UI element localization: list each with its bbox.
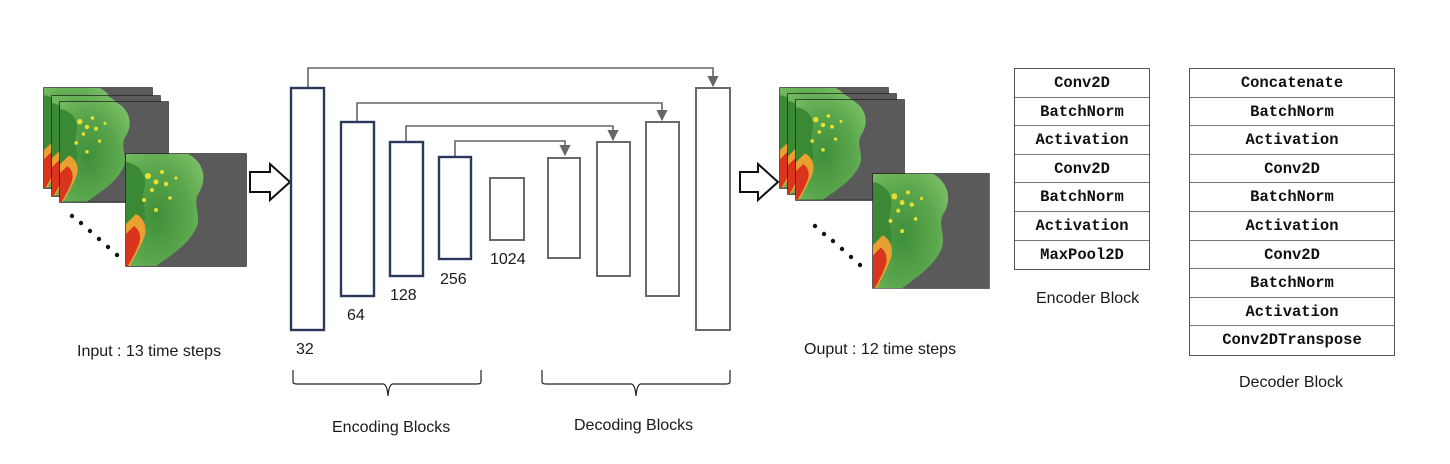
- decoder-block-caption: Decoder Block: [1239, 374, 1344, 391]
- output-label: Ouput : 12 time steps: [804, 341, 956, 358]
- skip-connection-32: [307, 67, 719, 88]
- encoder-block-64: [339, 120, 376, 298]
- input-radar-stack: [43, 87, 247, 267]
- decoder-block-32: [695, 87, 731, 331]
- decoder-layer: Activation: [1190, 212, 1394, 241]
- encoder-layer: Activation: [1015, 212, 1149, 241]
- encoder-layer: Conv2D: [1015, 155, 1149, 184]
- encoder-blocks: [289, 86, 473, 332]
- decoder-blocks: [547, 87, 731, 331]
- output-ellipsis-dots: [812, 223, 863, 268]
- decoder-layer: BatchNorm: [1190, 269, 1394, 298]
- skip-connection-256: [454, 140, 571, 157]
- decoding-blocks-label: Decoding Blocks: [574, 417, 693, 434]
- decoder-layer: Conv2D: [1190, 155, 1394, 184]
- encoder-block-table: Conv2D BatchNorm Activation Conv2D Batch…: [1014, 68, 1150, 271]
- channel-label-256: 256: [440, 271, 467, 288]
- decoder-layer: BatchNorm: [1190, 183, 1394, 212]
- encoder-layer: Conv2D: [1015, 69, 1149, 98]
- decoder-block-256: [547, 157, 581, 259]
- skip-connections: [307, 67, 719, 157]
- decoder-layer: Activation: [1190, 126, 1394, 155]
- input-label: Input : 13 time steps: [77, 343, 221, 360]
- channel-label-128: 128: [390, 287, 417, 304]
- encoder-layer: BatchNorm: [1015, 183, 1149, 212]
- encoding-blocks-label: Encoding Blocks: [332, 419, 450, 436]
- encoding-brace: [292, 370, 482, 397]
- encoder-block-256: [437, 155, 473, 261]
- bottleneck-block: [489, 177, 525, 241]
- decoder-block-table: Concatenate BatchNorm Activation Conv2D …: [1189, 68, 1395, 356]
- decoder-layer: Activation: [1190, 298, 1394, 327]
- decoder-block-64: [645, 121, 680, 297]
- encoder-block-32: [289, 86, 326, 332]
- output-arrow-icon: [739, 161, 780, 203]
- skip-connection-128: [405, 125, 619, 142]
- decoder-block-128: [596, 141, 631, 277]
- channel-label-1024: 1024: [490, 251, 526, 268]
- decoder-layer: Conv2DTranspose: [1222, 331, 1362, 350]
- input-arrow-icon: [249, 161, 292, 203]
- channel-label-64: 64: [347, 307, 365, 324]
- decoder-layer: Conv2D: [1190, 241, 1394, 270]
- encoder-block-128: [388, 140, 425, 278]
- decoder-layer: Concatenate: [1190, 69, 1394, 98]
- encoder-layer: BatchNorm: [1015, 98, 1149, 127]
- decoder-layer: BatchNorm: [1190, 98, 1394, 127]
- skip-connection-64: [356, 102, 668, 122]
- encoder-layer: MaxPool2D: [1040, 245, 1124, 264]
- input-ellipsis-dots: [69, 213, 120, 258]
- encoder-layer: Activation: [1015, 126, 1149, 155]
- encoder-block-caption: Encoder Block: [1036, 290, 1140, 307]
- decoding-brace: [541, 370, 731, 397]
- output-radar-stack: [779, 87, 990, 289]
- channel-label-32: 32: [296, 341, 314, 358]
